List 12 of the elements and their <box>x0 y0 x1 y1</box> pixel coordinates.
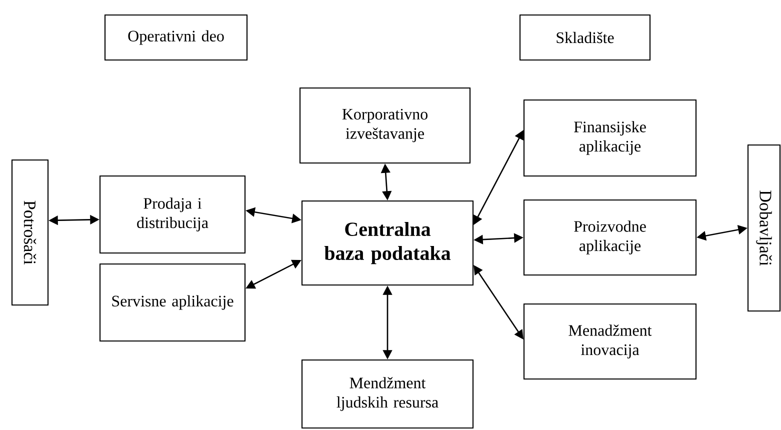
process-box: Menadžment inovacija <box>523 303 697 380</box>
label-box: Operativni deo <box>104 14 248 61</box>
entity-box: Potrošači <box>11 159 49 306</box>
label-box: Skladište <box>519 14 651 61</box>
process-box: Proizvodne aplikacije <box>523 199 697 276</box>
entity-box: Dobavljači <box>747 144 781 312</box>
process-box: Korporativno izveštavanje <box>299 87 471 164</box>
process-box: Finansijske aplikacije <box>523 99 697 177</box>
process-box: Mendžment ljudskih resursa <box>301 359 474 429</box>
process-box: Servisne aplikacije <box>99 263 246 342</box>
process-box: Prodaja i distribucija <box>99 175 246 254</box>
database-box: Centralna baza podataka <box>301 200 474 286</box>
